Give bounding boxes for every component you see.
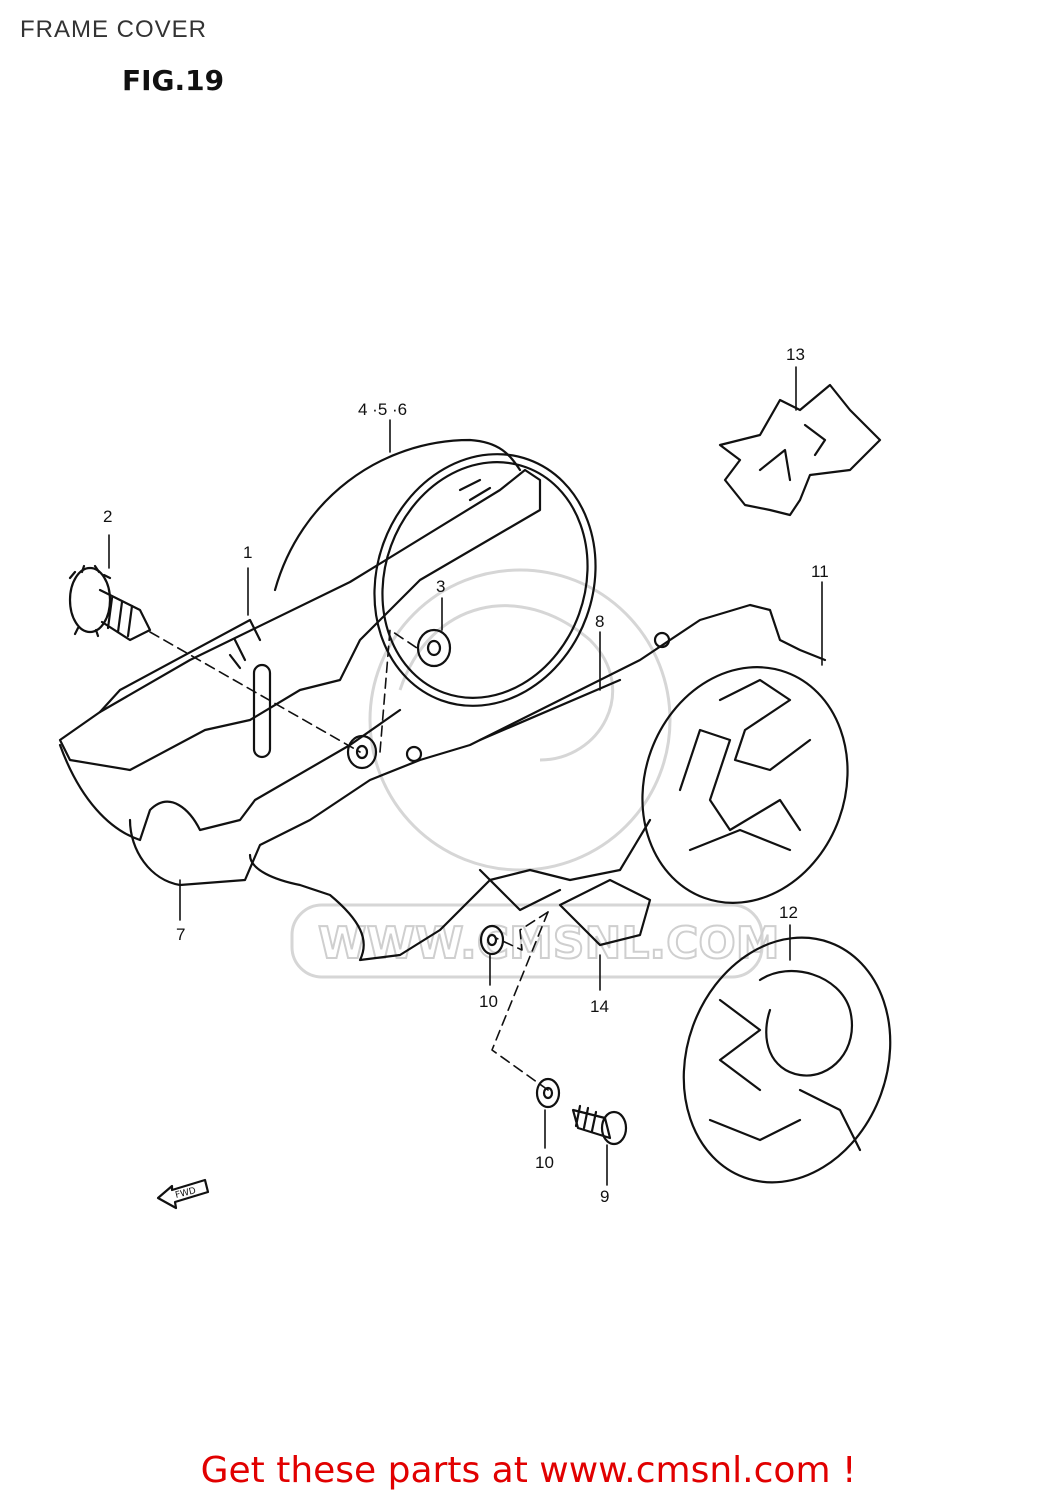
callout-14: 14 [590, 997, 609, 1016]
part-frame-cover-upper [58, 468, 542, 842]
part-knob-screw [68, 564, 152, 642]
part-grommet-upper [346, 628, 452, 770]
part-screw [571, 1104, 628, 1146]
part-side-cover-upper [273, 438, 597, 707]
callout-11: 11 [811, 562, 829, 581]
fwd-label: FWD [174, 1186, 197, 1201]
callout-10-upper: 10 [479, 992, 498, 1011]
part-washer-lower [535, 1077, 561, 1109]
callout-1: 1 [243, 543, 252, 562]
callout-7: 7 [176, 925, 185, 944]
assembly-lines [149, 629, 549, 1091]
part-decal [718, 383, 882, 517]
footer-link-text[interactable]: Get these parts at www.cmsnl.com ! [200, 1450, 857, 1491]
callouts: 1 2 3 4 ·5 ·6 7 8 9 10 10 11 12 13 14 [103, 345, 829, 1206]
fwd-arrow-icon: FWD [156, 1178, 210, 1210]
watermark: WWW.CMSNL.COM [290, 568, 781, 979]
figure-label: FIG.19 [122, 64, 225, 97]
part-frame-cover-lower-bracket [478, 868, 562, 912]
part-washer-upper [479, 924, 505, 956]
page-title: FRAME COVER [20, 16, 208, 43]
callout-13: 13 [786, 345, 805, 364]
leader-lines [108, 366, 823, 1186]
part-plate [558, 878, 652, 947]
footer-link[interactable]: Get these parts at www.cmsnl.com ! [0, 1450, 1057, 1491]
callout-9: 9 [600, 1187, 609, 1206]
callout-8: 8 [595, 612, 604, 631]
part-frame-cover-lower [128, 603, 827, 962]
callout-2: 2 [103, 507, 112, 526]
callout-4-5-6: 4 ·5 ·6 [358, 400, 407, 419]
watermark-text: WWW.CMSNL.COM [318, 918, 780, 969]
callout-3: 3 [436, 577, 445, 596]
callout-10-lower: 10 [535, 1153, 554, 1172]
part-side-cover-lower [641, 666, 849, 904]
callout-12: 12 [779, 903, 798, 922]
part-emblem [682, 936, 892, 1184]
